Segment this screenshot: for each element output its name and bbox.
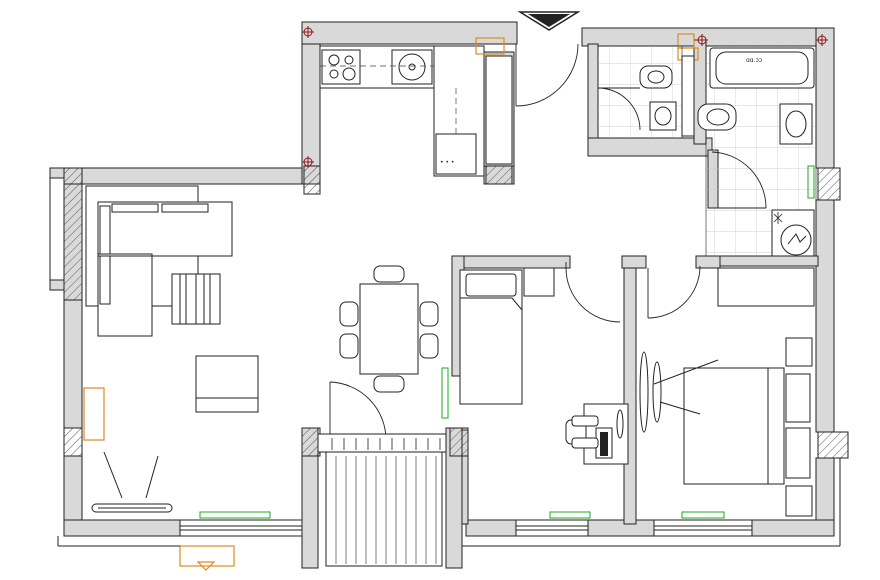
kitchen-tall-unit (485, 55, 513, 165)
balcony (317, 381, 447, 567)
bathtub-label: ɑɑ.ɔɔ (746, 57, 762, 64)
entry-door (515, 43, 579, 107)
windows (49, 178, 841, 547)
wc-room (597, 45, 695, 139)
electrical-markers (83, 33, 699, 571)
dining-table (339, 265, 439, 393)
radiators (199, 165, 815, 519)
washing-machine-icon (780, 224, 812, 256)
stove-label: • • • (440, 159, 454, 166)
bedroom-single (459, 262, 629, 465)
entrance-arrow-icon (517, 11, 581, 31)
living-room (85, 185, 259, 513)
bathroom: ɑɑ.ɔɔ (697, 45, 817, 257)
kitchen: • • • (319, 45, 485, 177)
bedroom-master (639, 265, 815, 517)
walls (49, 21, 835, 569)
ventilation-icon (773, 212, 783, 224)
hatched-columns (63, 165, 849, 459)
